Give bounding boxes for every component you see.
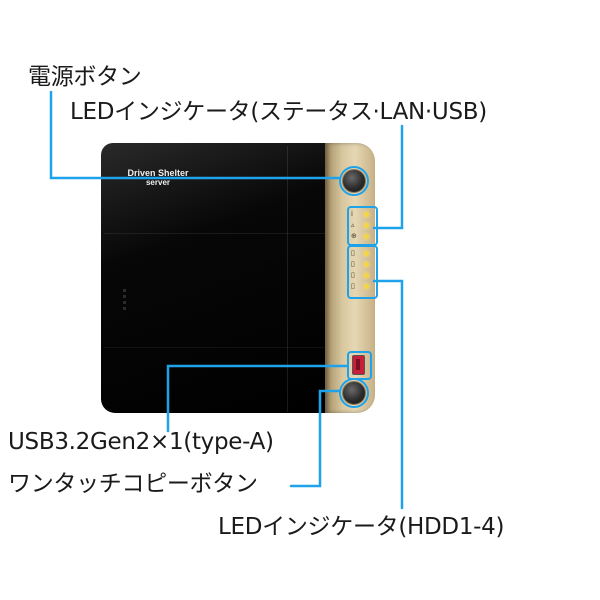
hdd-led-label: LEDインジケータ(HDD1-4) [218, 514, 505, 540]
hdd2-led: ▯ [351, 260, 375, 271]
disk-icon: ▯ [351, 260, 355, 268]
brand-logo: Driven Shelter server [118, 168, 198, 188]
disk-icon: ▯ [351, 282, 355, 290]
brand-line-1: Driven Shelter [127, 168, 189, 178]
brand-line-2: server [145, 178, 171, 187]
panel-seam [287, 146, 288, 412]
led-light [364, 273, 369, 278]
led-light [364, 212, 369, 217]
usb-icon: ⊕ [351, 232, 357, 240]
led-light [364, 234, 369, 239]
nas-device-body [101, 143, 337, 413]
network-icon: ▵ [351, 221, 355, 229]
usb-leader-line [166, 364, 349, 433]
hdd3-led: ▯ [351, 271, 375, 282]
led-light [364, 284, 369, 289]
led-light [364, 251, 369, 256]
led-light [364, 262, 369, 267]
status-led-group: i ▵ ⊕ [351, 210, 375, 243]
power-button-label: 電源ボタン [28, 64, 142, 90]
panel-seam [104, 233, 334, 234]
disk-icon: ▯ [351, 249, 355, 257]
status-leader-line [372, 124, 404, 230]
status-led: i [351, 210, 375, 221]
power-leader-line [49, 90, 341, 180]
copy-leader-line [289, 389, 341, 488]
hdd1-led: ▯ [351, 249, 375, 260]
hdd-led-group: ▯ ▯ ▯ ▯ [351, 249, 375, 293]
lan-led: ▵ [351, 221, 375, 232]
info-icon: i [351, 210, 353, 218]
disk-icon: ▯ [351, 271, 355, 279]
panel-seam [104, 347, 334, 348]
hdd-leader-line [372, 279, 404, 510]
usb-port[interactable] [352, 355, 365, 375]
copy-button-label: ワンタッチコピーボタン [8, 471, 258, 497]
hdd-led-highlight [347, 245, 378, 299]
status-led-label: LEDインジケータ(ステータス·LAN·USB) [70, 99, 487, 125]
vent-holes [123, 289, 127, 313]
led-light [364, 223, 369, 228]
usb-led: ⊕ [351, 232, 375, 243]
power-button-highlight [339, 166, 369, 196]
hdd4-led: ▯ [351, 282, 375, 293]
usb-port-label: USB3.2Gen2×1(type-A) [8, 429, 274, 455]
